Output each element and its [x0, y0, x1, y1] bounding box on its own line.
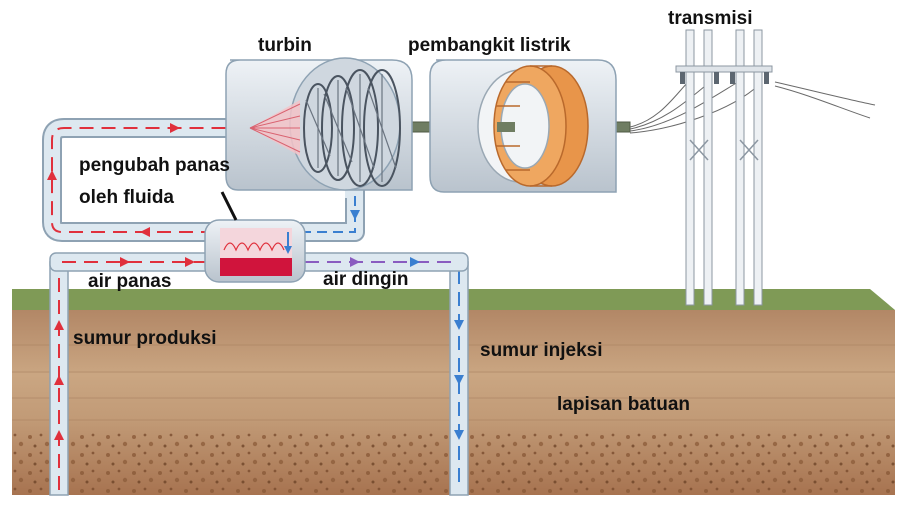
heat-exchanger-label-line1: pengubah panas — [79, 155, 230, 176]
turbine-label: turbin — [258, 35, 312, 56]
transmission-wires — [629, 79, 876, 134]
hot-water-label: air panas — [88, 271, 172, 292]
injection-well-pipe — [449, 261, 469, 496]
generator — [429, 59, 617, 193]
heat-exchanger — [204, 219, 306, 283]
hot-water-pipe — [49, 252, 216, 272]
heat-exchanger-pointer — [220, 191, 238, 221]
cold-water-label: air dingin — [323, 269, 409, 290]
rock-layer-label: lapisan batuan — [557, 394, 691, 415]
generator-label: pembangkit listrik — [408, 35, 571, 56]
transmission-label: transmisi — [668, 8, 753, 29]
heat-exchanger-label-line2: oleh fluida — [79, 187, 174, 208]
turbine — [225, 57, 413, 191]
injection-well-label: sumur injeksi — [480, 340, 603, 361]
transmission-poles — [675, 29, 773, 306]
production-well-label: sumur produksi — [73, 328, 217, 349]
production-well-pipe — [49, 261, 69, 496]
